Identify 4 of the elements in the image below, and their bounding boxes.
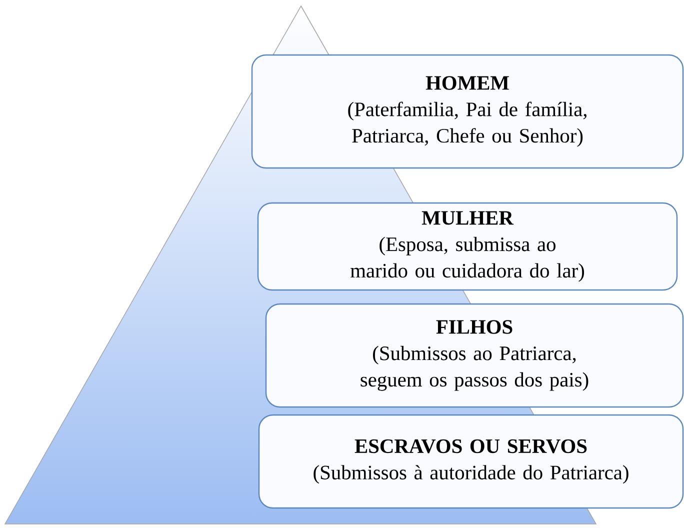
tier-box: HOMEM (Paterfamilia, Pai de família, Patriarca, Chefe ou Senhor) bbox=[251, 54, 684, 169]
tier-box: FILHOS (Submissos ao Patriarca, seguem os passos dos pais) bbox=[265, 303, 684, 408]
tier-box: MULHER (Esposa, submissa ao marido ou cuidadora do lar) bbox=[257, 202, 678, 291]
tier-box: ESCRAVOS OU SERVOS (Submissos à autoridade do Patriarca) bbox=[258, 414, 684, 509]
